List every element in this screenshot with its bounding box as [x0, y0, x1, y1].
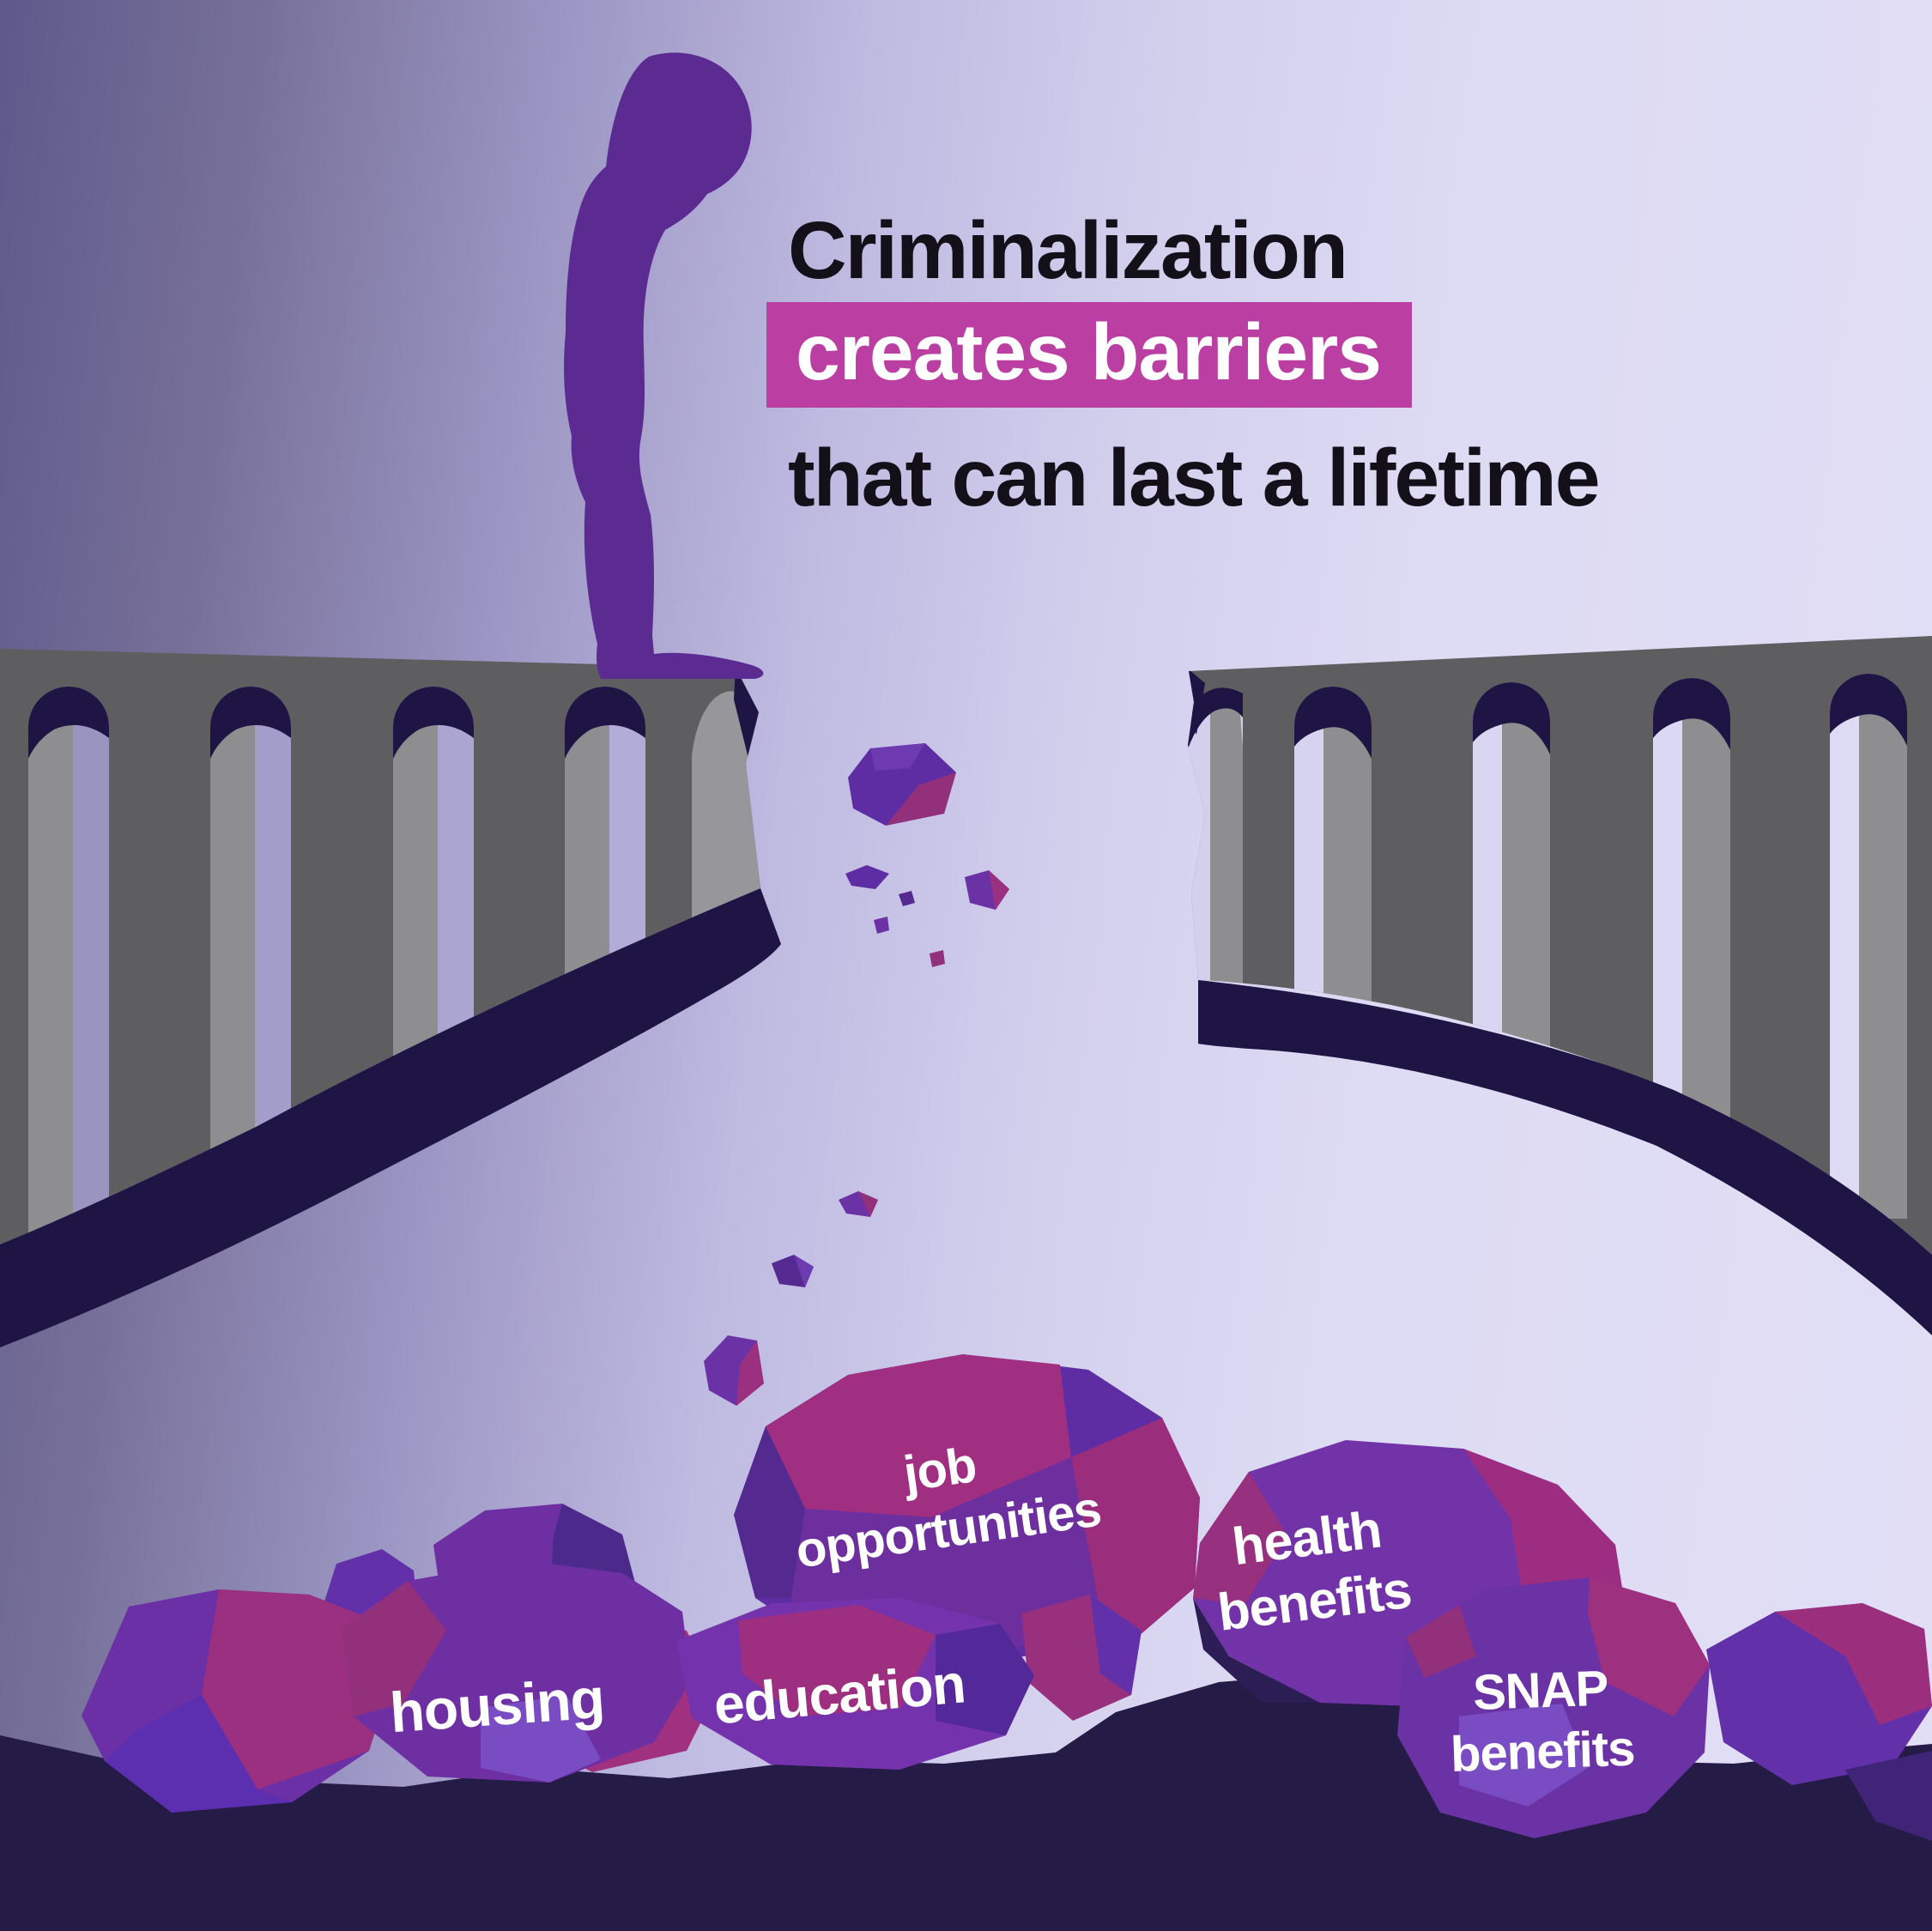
- arch-window-reveal: [1210, 695, 1243, 987]
- barrier-label-line: SNAP: [1472, 1660, 1609, 1721]
- bridge-right-underside-shadow: [1198, 980, 1932, 1335]
- rock-facet: [766, 1354, 1071, 1517]
- fragment: [899, 891, 915, 906]
- arch-window-reveal: [1682, 686, 1730, 1141]
- fragment-facet: [794, 1255, 814, 1287]
- fragment-facet: [886, 772, 956, 826]
- rock-facet: [481, 1695, 601, 1783]
- arch-window-shadow: [1653, 678, 1730, 750]
- arch-window-reveal: [1859, 681, 1907, 1219]
- rock-housing: [342, 1560, 691, 1783]
- bridge-left-arch-windows: [28, 687, 645, 1244]
- bridge-left-break-face: [692, 691, 760, 925]
- rock-facet: [1071, 1418, 1200, 1641]
- barrier-rocks: [82, 1354, 1932, 1841]
- rock-facet: [1406, 1605, 1476, 1678]
- rock-snap-benefits: [1397, 1577, 1710, 1838]
- fragment-facet: [989, 870, 1009, 910]
- fragment: [930, 950, 945, 967]
- headline-line-1: Criminalization: [788, 205, 1348, 296]
- barrier-label-snap-benefits: SNAP benefits: [1447, 1658, 1636, 1786]
- arch-window-shadow: [1294, 687, 1372, 759]
- arch-window-shadow: [1830, 674, 1907, 746]
- arch-window-shadow: [565, 687, 645, 759]
- rock-facet: [1193, 1472, 1287, 1605]
- rock-right-edge: [1706, 1603, 1932, 1841]
- fragment-facet: [736, 1341, 764, 1406]
- rock-facet: [1459, 1704, 1588, 1807]
- fragment: [845, 865, 889, 889]
- barrier-label-health-benefits: health benefits: [1207, 1494, 1414, 1644]
- arch-window-reveal: [1323, 694, 1372, 1021]
- falling-rock-fragments: [704, 743, 1009, 1406]
- rock-facet: [1588, 1577, 1710, 1716]
- bridge-left-underside-shadow: [0, 888, 781, 1347]
- arch-window-shadow: [1473, 682, 1550, 754]
- rock-facet: [105, 1695, 292, 1813]
- rock-small-center: [1021, 1595, 1142, 1721]
- rock-facet: [936, 1624, 1034, 1735]
- fragment-facet: [858, 1191, 878, 1217]
- arch-window-reveal: [393, 696, 438, 1124]
- arch-window-reveal: [28, 696, 73, 1244]
- rock-facet: [1090, 1595, 1142, 1695]
- arch-window-reveal: [1502, 690, 1550, 1077]
- arch-window-shadow: [393, 687, 474, 759]
- rock-facet: [1193, 1598, 1320, 1703]
- fragment-facet: [870, 743, 925, 771]
- rock-facet: [738, 1605, 936, 1716]
- arch-window-shadow: [210, 687, 291, 759]
- bridge-left-break-corner-shadow: [734, 666, 759, 759]
- headline-line-2: creates barriers: [766, 302, 1412, 408]
- arch-window-shadow: [28, 687, 109, 759]
- arch-window-reveal: [210, 696, 255, 1197]
- rock-facet: [734, 1426, 805, 1598]
- headline-line-3: that can last a lifetime: [788, 433, 1601, 524]
- barrier-label-line: benefits: [1449, 1720, 1636, 1783]
- rock-education: [676, 1598, 1034, 1770]
- headline-highlight: creates barriers: [766, 302, 1412, 408]
- arch-window-reveal: [565, 696, 609, 1034]
- bridge-right-arch-windows: [1188, 674, 1907, 1219]
- person-silhouette: [564, 52, 764, 680]
- fragment: [874, 917, 889, 934]
- rock-facet: [1775, 1603, 1932, 1725]
- rock-hull: [1845, 1751, 1932, 1841]
- rock-facet: [342, 1581, 446, 1716]
